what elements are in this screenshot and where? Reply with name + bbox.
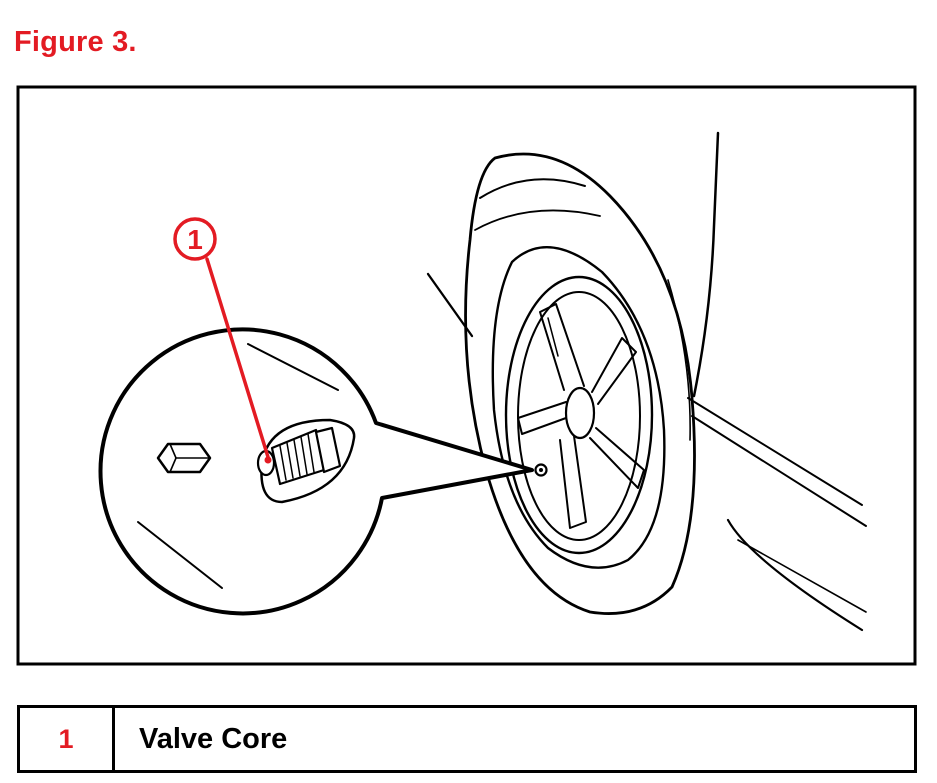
tire-outer xyxy=(464,152,696,615)
legend-item-number: 1 xyxy=(20,708,115,770)
vehicle-body xyxy=(426,131,867,632)
figure-title: Figure 3. xyxy=(14,26,137,58)
valve-core-pin xyxy=(264,456,272,464)
legend-item-label: Valve Core xyxy=(139,722,288,755)
tire-and-wheel xyxy=(464,152,696,615)
callout-circle xyxy=(173,217,217,261)
callout-number: 1 xyxy=(187,224,203,255)
legend-table: 1 Valve Core xyxy=(17,705,917,773)
valve-cap xyxy=(156,442,212,474)
wheel-hub xyxy=(564,386,596,440)
valve-core-illustration: 1 xyxy=(16,85,917,666)
illustration-frame xyxy=(16,85,917,666)
rim-valve-stem xyxy=(534,463,548,477)
callout-leader-line xyxy=(205,257,270,459)
